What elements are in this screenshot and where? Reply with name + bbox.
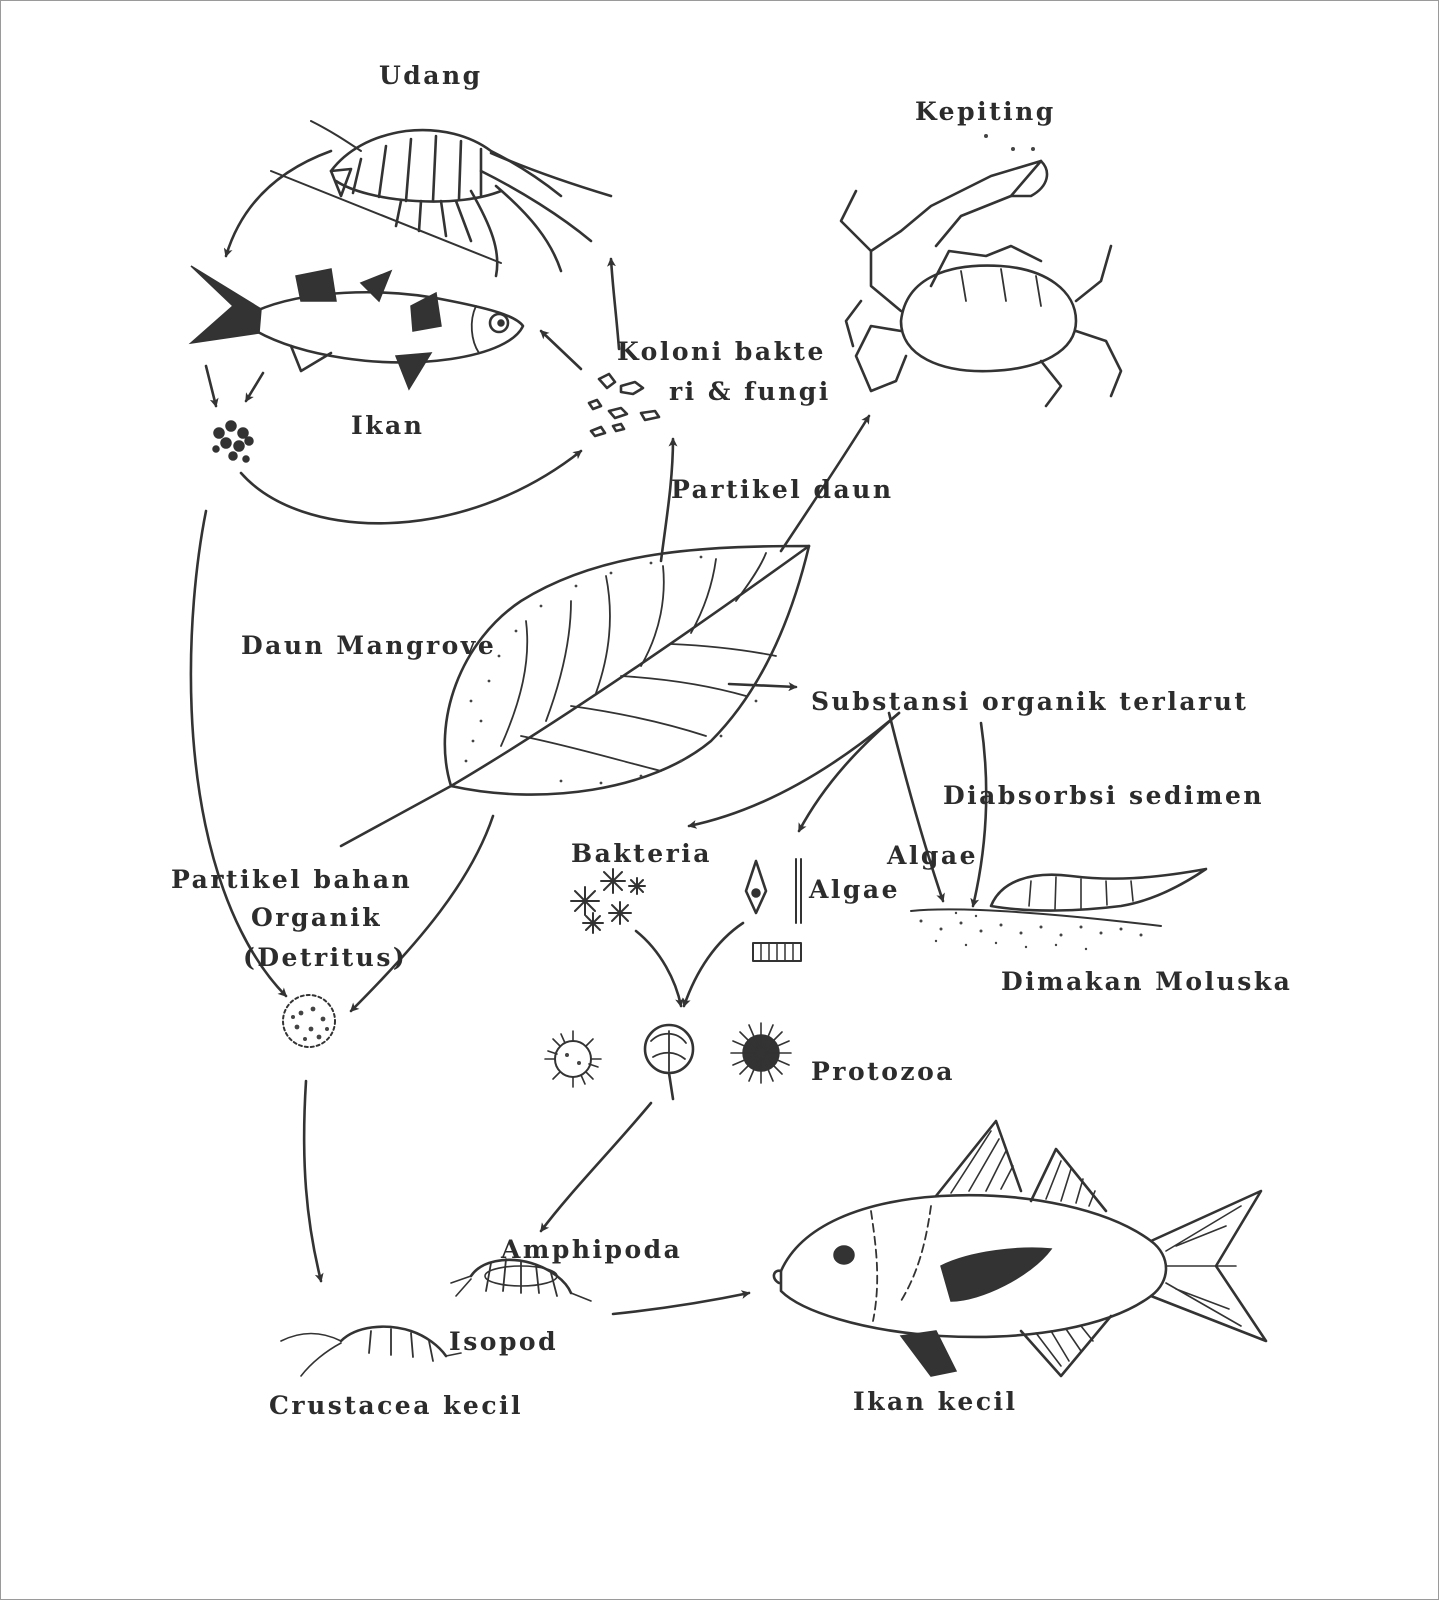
label-koloni-line1: Koloni bakte [617,337,826,366]
arrow-colony-to-fish [539,329,583,371]
amphipod-icon [450,1258,592,1302]
arrow-eggs-to-colony [239,449,583,525]
label-algae-upper: Algae [887,841,978,870]
label-detritus-line1: Partikel bahan [171,865,413,894]
protozoan-spiky [730,1022,792,1084]
label-crustacea-kecil: Crustacea kecil [269,1391,524,1420]
protozoa-icon [544,1022,792,1101]
label-koloni-line2: ri & fungi [669,377,831,406]
label-daun-mangrove: Daun Mangrove [241,631,497,660]
sediment-stipple [919,911,1143,951]
label-substansi: Substansi organik terlarut [811,687,1249,716]
algae-icon [744,858,802,962]
crab-icon [839,134,1123,408]
label-udang: Udang [379,61,483,90]
arrow-leaf-to-colony [659,437,678,563]
arrows [189,149,988,1316]
arrow-colony-to-shrimp [606,257,621,351]
mollusk-sediment-icon [910,867,1208,951]
arrow-isopod-to-small-fish [611,1290,751,1316]
small-crustacean-icon [280,1325,462,1377]
arrow-leaf-to-crab [779,414,871,553]
leaf-stipple [464,555,758,785]
label-dimakan-moluska: Dimakan Moluska [1001,967,1293,996]
arrow-leaf-to-detritus [349,814,495,1013]
mangrove-leaf-icon [339,544,811,848]
shrimp-icon [270,120,613,278]
small-fish-icon [772,1119,1268,1378]
arrow-protozoa-to-amphipod [539,1101,653,1233]
fish-icon [188,265,525,391]
arrow-eggs-to-detritus [189,509,288,998]
arrow-detritus-to-crustacean [302,1079,324,1283]
label-ikan-kecil: Ikan kecil [853,1387,1018,1416]
arrow-fish-to-eggs-2 [244,371,265,403]
protozoan-cell [643,1023,695,1101]
arrow-fish-to-eggs-1 [204,364,219,408]
label-protozoa: Protozoa [811,1057,955,1086]
label-amphipoda: Amphipoda [501,1235,683,1264]
arrow-substance-to-bacteria [687,711,901,829]
arrow-shrimp-to-fish [223,149,333,258]
label-bakteria: Bakteria [571,839,712,868]
label-detritus-line3: (Detritus) [243,943,408,972]
label-ikan: Ikan [351,411,425,440]
arrow-bacteria-to-protozoa [634,929,684,1008]
label-kepiting: Kepiting [915,97,1056,126]
fish-eggs-icon [212,420,254,463]
isopod-icon [484,1265,558,1287]
arrow-algae-to-protozoa [682,921,745,1008]
label-partikel-daun: Partikel daun [671,475,894,504]
detritus-particle-icon [282,994,336,1048]
protozoan-sun [544,1030,602,1088]
arrow-leaf-to-substance [727,682,798,692]
label-diabsorbsi: Diabsorbsi sedimen [943,781,1265,810]
arrow-substance-to-algae [797,711,901,833]
arrow-sediment-to-mollusk [970,721,988,908]
bacteria-icon [570,868,646,934]
arrow-substance-to-mollusk-1 [887,711,945,903]
bacteria-fungi-colony-icon [587,372,661,438]
label-isopod: Isopod [449,1327,559,1356]
label-detritus-line2: Organik [251,903,383,932]
label-algae-lower: Algae [809,875,900,904]
